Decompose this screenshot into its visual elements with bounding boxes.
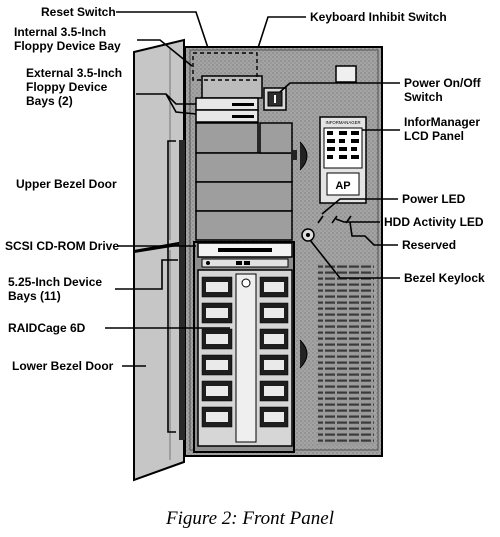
upper-bezel-door (133, 38, 185, 253)
informanager-lcd-panel: INFORMANAGER AP (319, 116, 367, 204)
label-reserved: Reserved (402, 238, 456, 252)
label-external-floppy-line2: Floppy Device (26, 80, 108, 94)
external-floppy-bays (195, 97, 259, 123)
badge-logo: AP (335, 180, 350, 192)
label-power-led: Power LED (402, 192, 466, 206)
side-vents (318, 263, 374, 445)
label-informanager-line1: InforManager (404, 115, 480, 129)
scsi-cdrom-drive (197, 242, 293, 268)
bezel-keylock (301, 228, 315, 242)
top-square-button (335, 65, 357, 83)
lower-bay-area (193, 241, 295, 453)
drive-bay-blanks (195, 122, 293, 241)
power-switch (263, 87, 287, 111)
label-525-bays-line2: Bays (11) (8, 289, 61, 303)
label-reset-switch: Reset Switch (41, 5, 116, 19)
raidcage-6d (197, 269, 293, 447)
floppy-dashed-outline (192, 52, 258, 81)
label-internal-floppy-line1: Internal 3.5-Inch (14, 25, 106, 39)
lower-bezel-door (133, 242, 185, 482)
label-raidcage: RAIDCage 6D (8, 321, 86, 335)
label-bezel-keylock: Bezel Keylock (404, 271, 485, 285)
label-power-switch-line2: Switch (404, 90, 443, 104)
label-scsi-cdrom: SCSI CD-ROM Drive (5, 239, 119, 253)
figure-caption: Figure 2: Front Panel (165, 508, 334, 529)
label-upper-bezel-door: Upper Bezel Door (16, 177, 117, 191)
label-525-bays-line1: 5.25-Inch Device (8, 275, 102, 289)
label-internal-floppy-line2: Floppy Device Bay (14, 39, 121, 53)
label-external-floppy-line1: External 3.5-Inch (26, 66, 122, 80)
label-external-floppy-line3: Bays (2) (26, 94, 73, 108)
label-informanager-line2: LCD Panel (404, 129, 464, 143)
leader-lines (105, 11, 400, 433)
label-power-switch-line1: Power On/Off (404, 76, 482, 90)
left-labels: Reset Switch Internal 3.5-Inch Floppy De… (5, 5, 122, 373)
label-hdd-led: HDD Activity LED (384, 215, 484, 229)
label-lower-bezel-door: Lower Bezel Door (12, 359, 114, 373)
right-labels: Keyboard Inhibit Switch Power On/Off Swi… (310, 10, 485, 285)
label-keyboard-inhibit: Keyboard Inhibit Switch (310, 10, 447, 24)
lcd-panel-brand: INFORMANAGER (325, 120, 360, 125)
